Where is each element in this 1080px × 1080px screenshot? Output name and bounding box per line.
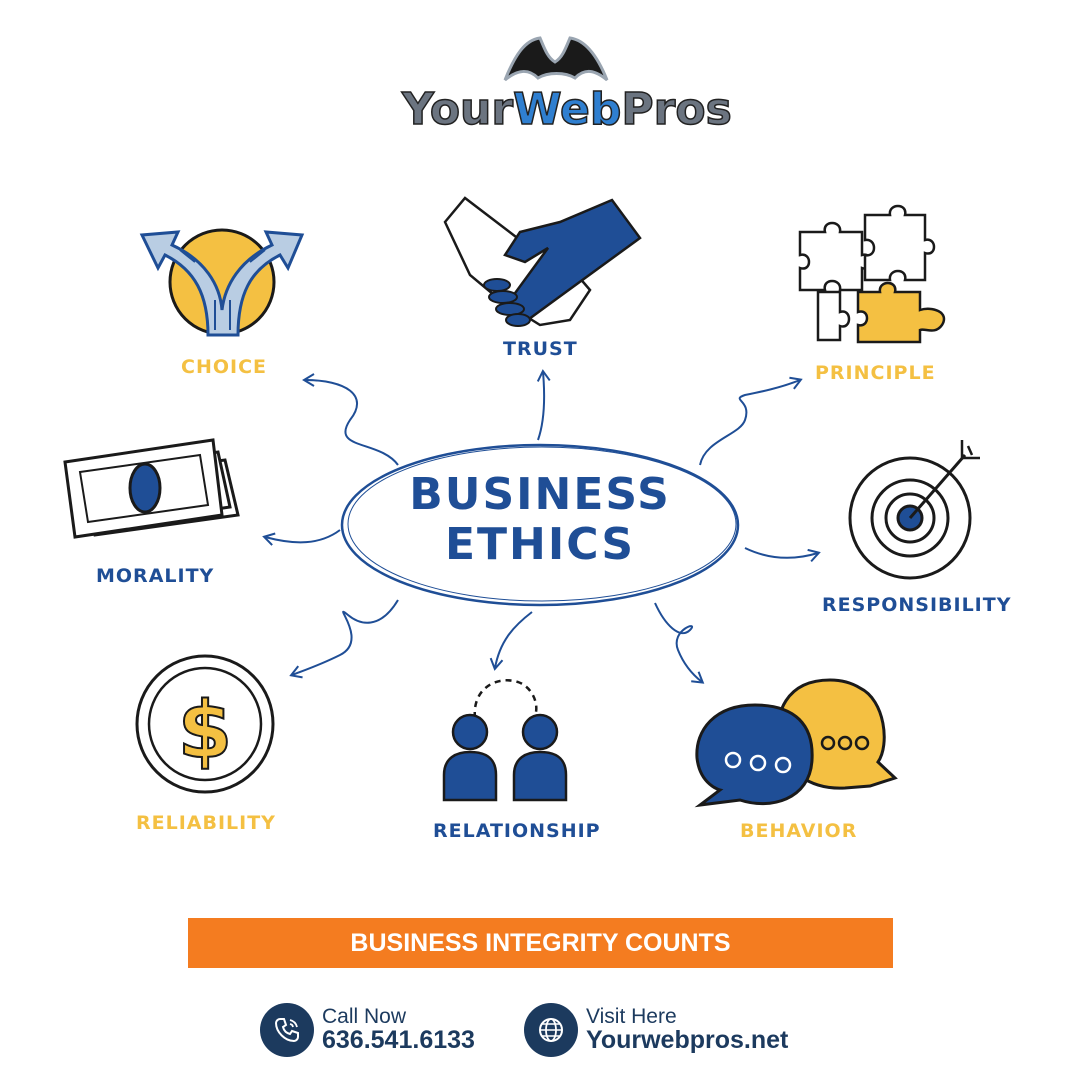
connector-behavior bbox=[654, 602, 705, 684]
logo-web: Web bbox=[513, 84, 621, 135]
globe-icon-circle[interactable] bbox=[524, 1003, 578, 1057]
center-title: BUSINESS ETHICS bbox=[340, 470, 740, 570]
logo-your: Your bbox=[401, 84, 513, 135]
connector-principle bbox=[699, 376, 803, 466]
connectors bbox=[262, 369, 821, 684]
integrity-banner: BUSINESS INTEGRITY COUNTS bbox=[188, 918, 893, 968]
logo-bat-icon bbox=[503, 36, 609, 82]
connector-morality bbox=[262, 529, 341, 546]
connector-reliability bbox=[289, 599, 399, 679]
speech-bubbles-icon bbox=[694, 678, 898, 808]
logo-text: YourWebPros bbox=[401, 84, 732, 135]
handshake-icon bbox=[443, 196, 642, 327]
website-link[interactable]: Yourwebpros.net bbox=[586, 1026, 789, 1054]
svg-text:$: $ bbox=[178, 686, 232, 776]
label-choice: CHOICE bbox=[181, 356, 267, 378]
label-responsibility: RESPONSIBILITY bbox=[822, 594, 1012, 616]
phone-number[interactable]: 636.541.6133 bbox=[322, 1026, 475, 1054]
dollar-coin-icon: $ bbox=[135, 654, 275, 794]
connector-trust bbox=[536, 369, 551, 441]
label-behavior: BEHAVIOR bbox=[740, 820, 858, 842]
globe-icon bbox=[539, 1018, 563, 1042]
target-icon bbox=[848, 440, 980, 580]
money-icon bbox=[63, 438, 240, 539]
label-reliability: RELIABILITY bbox=[136, 812, 276, 834]
people-icon bbox=[442, 679, 568, 802]
label-principle: PRINCIPLE bbox=[815, 362, 936, 384]
logo: YourWebPros bbox=[400, 36, 733, 136]
connector-relationship bbox=[489, 611, 533, 671]
phone-icon-circle[interactable] bbox=[260, 1003, 314, 1057]
call-now-label: Call Now bbox=[322, 1005, 407, 1028]
center-title-line1: BUSINESS bbox=[409, 469, 671, 520]
logo-pros: Pros bbox=[621, 84, 731, 135]
connector-choice bbox=[302, 373, 399, 466]
website-contact[interactable]: Visit Here Yourwebpros.net bbox=[524, 1003, 824, 1059]
call-contact[interactable]: Call Now 636.541.6133 bbox=[260, 1003, 500, 1059]
phone-icon bbox=[274, 1018, 299, 1043]
split-arrow-icon bbox=[139, 228, 305, 337]
center-ellipse-outline bbox=[347, 446, 737, 602]
label-relationship: RELATIONSHIP bbox=[433, 820, 601, 842]
label-trust: TRUST bbox=[503, 338, 578, 360]
center-title-line2: ETHICS bbox=[444, 519, 636, 570]
connector-responsibility bbox=[744, 547, 821, 563]
visit-here-label: Visit Here bbox=[586, 1005, 677, 1028]
label-morality: MORALITY bbox=[96, 565, 215, 587]
center-ellipse bbox=[340, 443, 740, 607]
puzzle-icon bbox=[798, 204, 946, 344]
